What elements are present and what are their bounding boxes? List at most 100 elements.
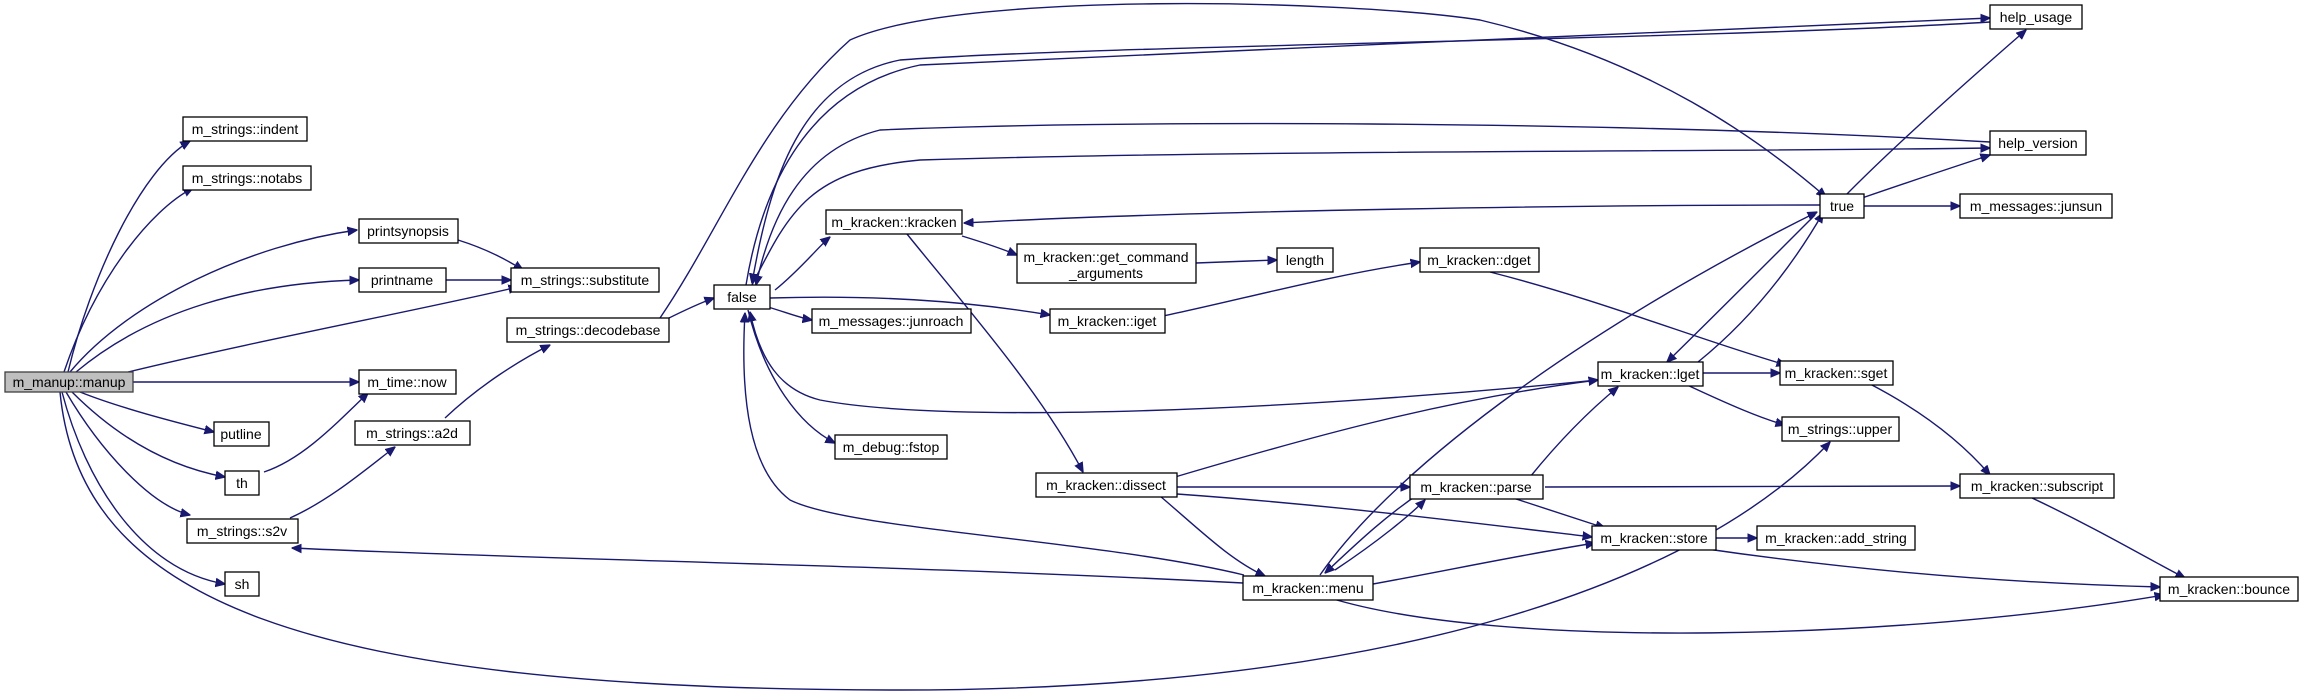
edge-manup-indent — [67, 141, 190, 373]
node-store[interactable]: m_kracken::store — [1591, 525, 1717, 551]
edge-manup-putline — [79, 391, 214, 432]
node-help_usage[interactable]: help_usage — [1989, 4, 2083, 30]
node-sh[interactable]: sh — [224, 571, 260, 597]
node-add_string[interactable]: m_kracken::add_string — [1756, 525, 1916, 551]
node-substitute[interactable]: m_strings::substitute — [510, 267, 660, 293]
node-label: m_strings::decodebase — [516, 322, 661, 338]
node-upper[interactable]: m_strings::upper — [1781, 416, 1900, 442]
node-junsun[interactable]: m_messages::junsun — [1959, 193, 2113, 219]
node-label: m_kracken::get_command — [1024, 249, 1189, 265]
edge-menu-store — [1372, 543, 1595, 585]
node-label: m_messages::junroach — [819, 313, 964, 329]
node-kracken[interactable]: m_kracken::kracken — [825, 209, 963, 235]
node-menu[interactable]: m_kracken::menu — [1242, 575, 1374, 601]
edge-manup-upper — [59, 391, 1830, 691]
node-iget[interactable]: m_kracken::iget — [1049, 308, 1166, 334]
nodes: m_manup::manup m_strings::indent m_strin… — [4, 4, 2299, 602]
node-label: m_kracken::add_string — [1765, 530, 1907, 546]
edge-printsynopsis-substitute — [457, 239, 523, 270]
node-label: putline — [220, 426, 261, 442]
node-label: m_kracken::parse — [1420, 479, 1531, 495]
node-putline[interactable]: putline — [213, 421, 270, 447]
node-label: m_messages::junsun — [1970, 198, 2102, 214]
node-label: m_kracken::store — [1600, 530, 1708, 546]
edge-dissect-lget — [1174, 380, 1598, 478]
node-decodebase[interactable]: m_strings::decodebase — [506, 317, 670, 343]
node-now[interactable]: m_time::now — [358, 369, 457, 395]
node-label: m_strings::substitute — [521, 272, 650, 288]
node-label: m_strings::a2d — [366, 425, 458, 441]
node-true[interactable]: true — [1819, 193, 1865, 219]
node-manup[interactable]: m_manup::manup — [4, 371, 134, 393]
edge-false-junroach — [767, 306, 812, 320]
edge-subscript-bounce — [2029, 496, 2185, 578]
node-printname[interactable]: printname — [358, 267, 447, 293]
node-label: printsynopsis — [367, 223, 449, 239]
node-indent[interactable]: m_strings::indent — [182, 116, 308, 142]
node-label: m_kracken::lget — [1601, 366, 1700, 382]
edge-get_command-length — [1195, 260, 1277, 263]
edge-false-help_version — [751, 148, 1990, 286]
node-label: m_strings::indent — [192, 121, 299, 137]
edge-menu-true — [1319, 212, 1817, 576]
node-printsynopsis[interactable]: printsynopsis — [358, 218, 459, 244]
node-dissect[interactable]: m_kracken::dissect — [1035, 472, 1178, 498]
node-subscript[interactable]: m_kracken::subscript — [1959, 473, 2115, 499]
edge-menu-false — [744, 313, 1245, 576]
node-sget[interactable]: m_kracken::sget — [1779, 360, 1894, 386]
node-label: length — [1286, 252, 1324, 268]
node-bounce[interactable]: m_kracken::bounce — [2159, 576, 2299, 602]
edge-manup-printsynopsis — [69, 230, 357, 373]
node-get_command[interactable]: m_kracken::get_command _arguments — [1016, 243, 1197, 284]
edges — [59, 2, 2185, 691]
node-dget[interactable]: m_kracken::dget — [1419, 247, 1540, 273]
node-label: m_kracken::dget — [1427, 252, 1531, 268]
node-label: printname — [371, 272, 433, 288]
node-th[interactable]: th — [224, 470, 260, 496]
edge-parse-store — [1509, 496, 1605, 528]
edge-menu-s2v — [292, 548, 1244, 584]
node-notabs[interactable]: m_strings::notabs — [182, 165, 312, 191]
edge-th-now — [263, 393, 368, 473]
edge-decodebase-true — [659, 2, 1826, 319]
edge-menu-parse — [1334, 500, 1425, 571]
edge-lget-false — [750, 312, 1599, 414]
edge-help_usage-false — [752, 21, 1991, 283]
edge-manup-printname — [75, 280, 359, 373]
edge-false-kracken — [774, 237, 830, 291]
node-label: false — [727, 289, 757, 305]
node-false[interactable]: false — [713, 284, 771, 310]
node-label: help_version — [1998, 135, 2077, 151]
edge-dissect-store — [1176, 493, 1592, 537]
edge-s2v-a2d — [289, 447, 395, 519]
edge-dget-sget — [1489, 271, 1786, 365]
node-label: true — [1830, 198, 1854, 214]
node-label: m_kracken::subscript — [1971, 478, 2103, 494]
edge-help_version-false — [756, 122, 1991, 285]
edge-true-help_usage — [1844, 30, 2026, 197]
edge-false-help_usage — [745, 18, 1990, 286]
edge-kracken-dissect — [906, 233, 1083, 472]
node-label: m_strings::notabs — [192, 170, 303, 186]
node-parse[interactable]: m_kracken::parse — [1409, 474, 1544, 500]
edge-manup-notabs — [63, 188, 193, 373]
edge-decodebase-false — [664, 298, 714, 321]
node-a2d[interactable]: m_strings::a2d — [354, 420, 471, 446]
node-label: help_usage — [2000, 9, 2073, 25]
edge-true-lget — [1667, 214, 1816, 362]
node-label: m_kracken::dissect — [1046, 477, 1166, 493]
node-junroach[interactable]: m_messages::junroach — [811, 308, 972, 334]
node-lget[interactable]: m_kracken::lget — [1597, 361, 1704, 387]
node-s2v[interactable]: m_strings::s2v — [186, 518, 299, 544]
node-label: m_kracken::kracken — [831, 214, 956, 230]
node-label: m_kracken::bounce — [2168, 581, 2290, 597]
edge-lget-true — [1697, 213, 1823, 363]
edge-manup-th — [71, 391, 225, 477]
node-label: sh — [235, 576, 250, 592]
node-length[interactable]: length — [1276, 247, 1334, 273]
node-fstop[interactable]: m_debug::fstop — [834, 434, 948, 460]
node-label: m_manup::manup — [13, 374, 126, 390]
node-help_version[interactable]: help_version — [1989, 130, 2087, 156]
node-label: th — [236, 475, 248, 491]
